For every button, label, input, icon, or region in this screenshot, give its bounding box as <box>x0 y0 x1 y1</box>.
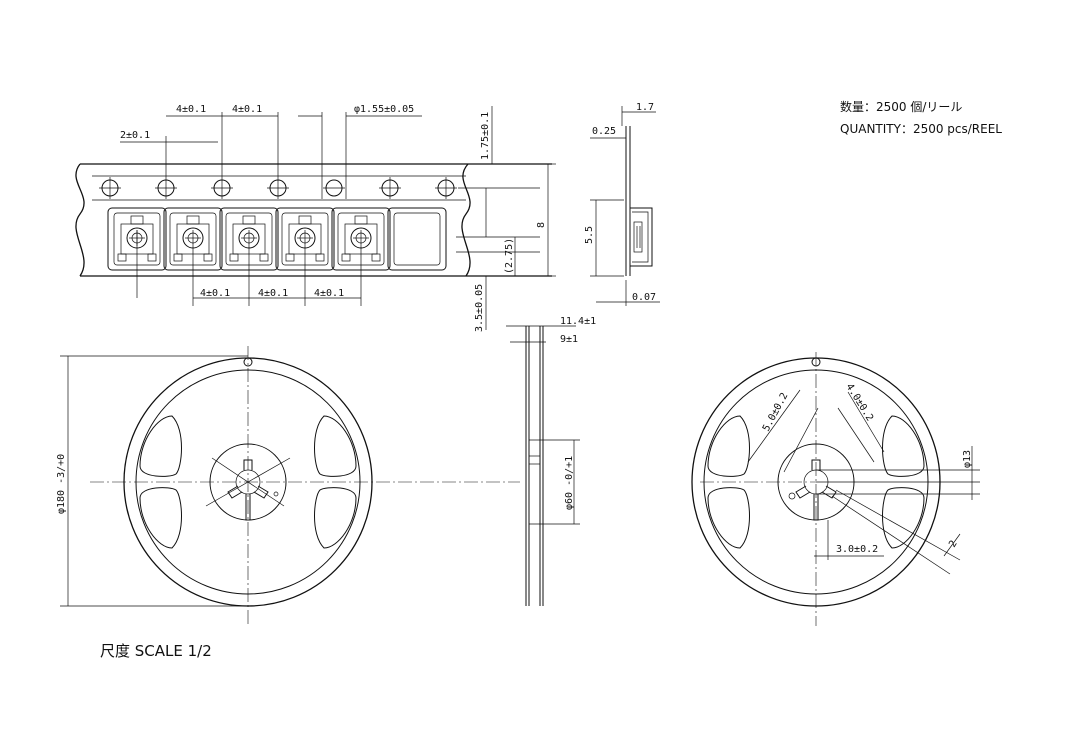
quantity-text-en: QUANTITY：2500 pcs/REEL <box>840 122 1002 136</box>
sprocket-holes <box>99 112 457 199</box>
dim-pocket-width: 5.5 <box>584 226 595 244</box>
dim-pocket-offset: (2.75) <box>504 238 515 274</box>
carrier-tape-view: 4±0.1 4±0.1 2±0.1 φ1.55±0.05 1.75±0.1 8 … <box>75 104 556 332</box>
dim-pitch-bottom-a: 4±0.1 <box>200 288 230 299</box>
dim-pitch-bottom-c: 4±0.1 <box>314 288 344 299</box>
dim-spindle-diameter: φ13 <box>962 450 973 468</box>
dim-slot-a: 5.0±0.2 <box>761 391 791 433</box>
dim-hole-to-pocket: 3.5±0.05 <box>474 284 485 332</box>
dim-base-thickness: 0.07 <box>632 292 656 303</box>
dim-pitch-top-b: 4±0.1 <box>232 104 262 115</box>
dim-flange-width: 11.4±1 <box>560 316 596 327</box>
dim-pitch-top-a: 4±0.1 <box>176 104 206 115</box>
scale-label: 尺度 SCALE 1/2 <box>100 642 212 660</box>
dim-hub-diameter: φ60 -0/+1 <box>564 456 575 510</box>
dim-hole-diameter: φ1.55±0.05 <box>354 104 414 115</box>
dim-hub-width: 9±1 <box>560 334 578 345</box>
quantity-text-jp: 数量：2500 個/リール <box>840 100 963 114</box>
dim-slot-b: 4.0±0.2 <box>843 382 875 424</box>
pocket-empty <box>387 207 447 271</box>
reel-detail-view: 5.0±0.2 4.0±0.2 φ13 3.0±0.2 2 <box>691 352 980 626</box>
reel-front-view: φ180 -3/+0 <box>56 346 520 626</box>
tape-section-view: 1.7 0.25 5.5 0.07 <box>584 102 660 306</box>
dim-cover-thickness: 0.25 <box>592 126 616 137</box>
dim-hole-offset: 2±0.1 <box>120 130 150 141</box>
dim-reel-outer-diameter: φ180 -3/+0 <box>56 454 67 514</box>
tape-pockets <box>107 207 447 271</box>
dim-key-width: 3.0±0.2 <box>836 544 878 555</box>
dim-key-depth: 2 <box>947 539 960 550</box>
dim-edge-to-hole: 1.75±0.1 <box>480 112 491 160</box>
reel-side-view: 11.4±1 9±1 φ60 -0/+1 <box>506 316 596 606</box>
quantity-note: 数量：2500 個/リール QUANTITY：2500 pcs/REEL <box>840 96 1002 140</box>
dim-total-thickness: 1.7 <box>636 102 654 113</box>
dim-tape-width: 8 <box>536 222 547 228</box>
dim-pitch-bottom-b: 4±0.1 <box>258 288 288 299</box>
